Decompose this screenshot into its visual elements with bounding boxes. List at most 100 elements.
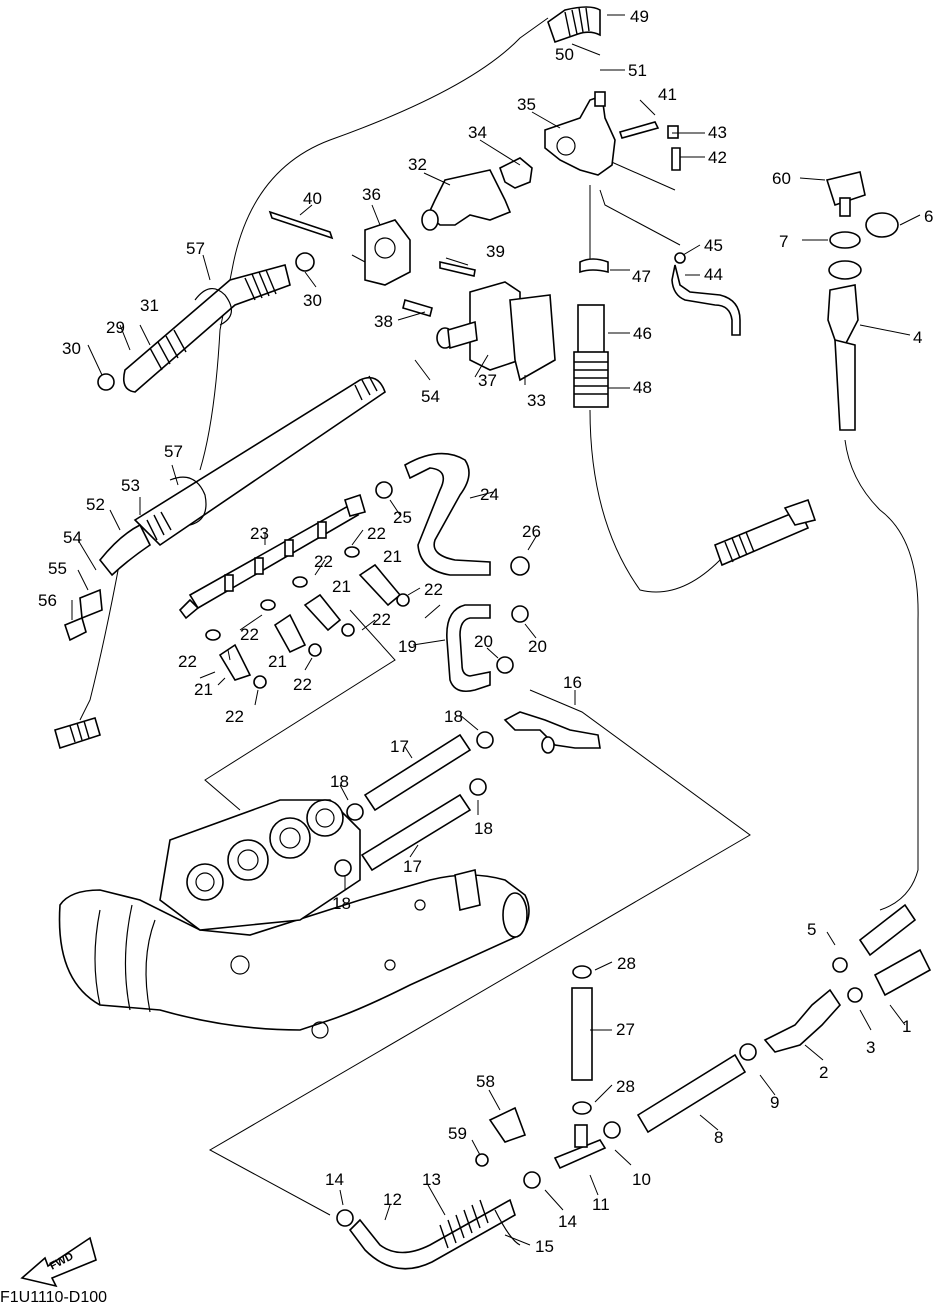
guide-line-center-hose xyxy=(589,409,721,593)
callout-14b: 14 xyxy=(558,1212,577,1231)
callout-6: 6 xyxy=(924,207,933,226)
callout-46: 46 xyxy=(633,324,652,343)
hose-46-48 xyxy=(573,258,817,567)
callout-21b: 21 xyxy=(332,577,351,596)
callout-38: 38 xyxy=(374,312,393,331)
callout-18a: 18 xyxy=(444,707,463,726)
callout-15: 15 xyxy=(535,1237,554,1256)
callout-19: 19 xyxy=(398,637,417,656)
callout-57b: 57 xyxy=(164,442,183,461)
callout-51: 51 xyxy=(628,61,647,80)
callout-22c: 22 xyxy=(424,580,443,599)
callout-22f: 22 xyxy=(178,652,197,671)
callout-48: 48 xyxy=(633,378,652,397)
callout-4: 4 xyxy=(913,328,922,347)
callout-58: 58 xyxy=(476,1072,495,1091)
callout-32: 32 xyxy=(408,155,427,174)
callout-25: 25 xyxy=(393,508,412,527)
callout-18b: 18 xyxy=(330,772,349,791)
callout-26: 26 xyxy=(522,522,541,541)
callout-16: 16 xyxy=(563,673,582,692)
callout-60: 60 xyxy=(772,169,791,188)
callout-22d: 22 xyxy=(372,610,391,629)
callout-53: 53 xyxy=(121,476,140,495)
hose-24 xyxy=(404,452,491,576)
callout-numbers: 49 50 51 41 35 43 42 34 32 60 36 40 6 7 … xyxy=(38,7,933,1256)
callout-41: 41 xyxy=(658,85,677,104)
callout-29: 29 xyxy=(106,318,125,337)
callout-20b: 20 xyxy=(528,637,547,656)
guide-lines xyxy=(79,17,919,911)
callout-22a: 22 xyxy=(367,524,386,543)
clamps-18 xyxy=(334,731,494,877)
hose-44 xyxy=(671,252,741,336)
callout-54b: 54 xyxy=(63,528,82,547)
hoses-17 xyxy=(360,733,472,872)
clamps-22 xyxy=(205,546,410,689)
callout-7: 7 xyxy=(779,232,788,251)
callout-21d: 21 xyxy=(194,680,213,699)
callout-35: 35 xyxy=(517,95,536,114)
callout-57a: 57 xyxy=(186,239,205,258)
callout-50: 50 xyxy=(555,45,574,64)
callout-3: 3 xyxy=(866,1038,875,1057)
callout-40: 40 xyxy=(303,189,322,208)
callout-39: 39 xyxy=(486,242,505,261)
callout-56: 56 xyxy=(38,591,57,610)
callout-18c: 18 xyxy=(474,819,493,838)
callout-8: 8 xyxy=(714,1128,723,1147)
thermostat-parts xyxy=(268,157,556,382)
guide-line-right-hose xyxy=(844,439,919,911)
callout-24: 24 xyxy=(480,485,499,504)
thermostat-housing-35 xyxy=(544,91,681,176)
callout-44: 44 xyxy=(704,265,723,284)
callout-2: 2 xyxy=(819,1063,828,1082)
callout-34: 34 xyxy=(468,123,487,142)
exhaust-manifold-assembly xyxy=(58,799,530,1039)
callout-45: 45 xyxy=(704,236,723,255)
callout-33: 33 xyxy=(527,391,546,410)
callout-28a: 28 xyxy=(617,954,636,973)
exhaust-pipe-53 xyxy=(54,375,386,750)
joint-16 xyxy=(503,711,601,754)
callout-13: 13 xyxy=(422,1170,441,1189)
callout-5: 5 xyxy=(807,920,816,939)
guide-line-vent-top xyxy=(199,17,549,471)
callout-37: 37 xyxy=(478,371,497,390)
callout-54a: 54 xyxy=(421,387,440,406)
callout-22e: 22 xyxy=(240,625,259,644)
guide-line-left-lower xyxy=(79,559,121,721)
callout-21c: 21 xyxy=(268,652,287,671)
callout-30b: 30 xyxy=(62,339,81,358)
callout-1: 1 xyxy=(902,1017,911,1036)
callout-23: 23 xyxy=(250,524,269,543)
callout-22h: 22 xyxy=(225,707,244,726)
callout-leaders xyxy=(71,14,921,1246)
callout-55: 55 xyxy=(48,559,67,578)
callout-59: 59 xyxy=(448,1124,467,1143)
vent-hose-49 xyxy=(547,6,601,44)
callout-22b: 22 xyxy=(314,552,333,571)
callout-20a: 20 xyxy=(474,632,493,651)
callout-52: 52 xyxy=(86,495,105,514)
callout-27: 27 xyxy=(616,1020,635,1039)
callout-21a: 21 xyxy=(383,547,402,566)
lower-hose-assembly xyxy=(336,903,932,1270)
callout-22g: 22 xyxy=(293,675,312,694)
callout-17b: 17 xyxy=(403,857,422,876)
drawing-code: F1U1110-D100 xyxy=(0,1289,107,1306)
fwd-arrow-icon: FWD xyxy=(20,1236,97,1288)
callout-28b: 28 xyxy=(616,1077,635,1096)
callout-17a: 17 xyxy=(390,737,409,756)
callout-10: 10 xyxy=(632,1170,651,1189)
callout-18d: 18 xyxy=(332,894,351,913)
callout-30a: 30 xyxy=(303,291,322,310)
callout-47: 47 xyxy=(632,267,651,286)
callout-49: 49 xyxy=(630,7,649,26)
callout-36: 36 xyxy=(362,185,381,204)
vent-hose-29-31 xyxy=(97,252,315,393)
callout-42: 42 xyxy=(708,148,727,167)
callout-9: 9 xyxy=(770,1093,779,1112)
hose-19 xyxy=(375,481,530,693)
